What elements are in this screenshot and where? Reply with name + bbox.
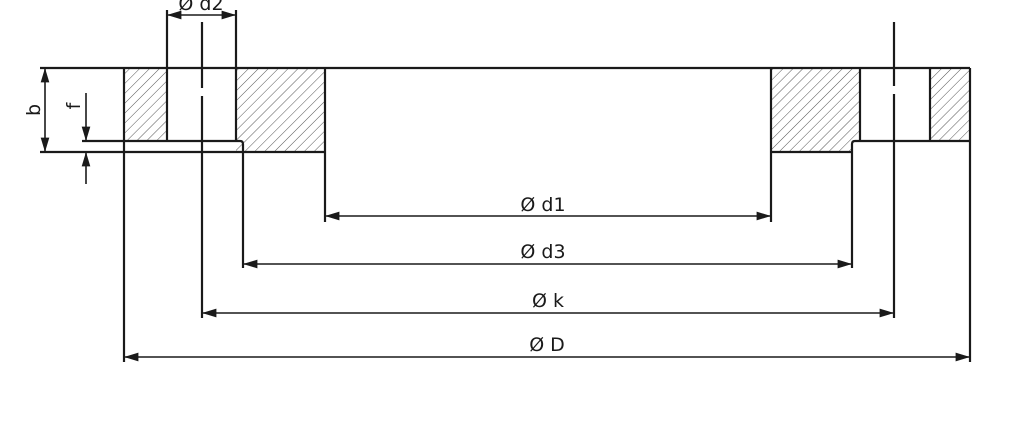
label-k: Ø k bbox=[532, 290, 564, 312]
hatch-left-outer bbox=[124, 68, 167, 141]
label-d2: Ø d2 bbox=[178, 0, 223, 15]
dimension-D: Ø D bbox=[124, 334, 970, 362]
dimension-k: Ø k bbox=[202, 290, 894, 318]
label-D: Ø D bbox=[529, 334, 565, 356]
hatch-right-outer bbox=[930, 68, 970, 141]
label-b: b bbox=[23, 104, 45, 116]
label-f: f bbox=[63, 101, 85, 109]
dimension-d1: Ø d1 bbox=[325, 194, 771, 221]
hatch-left-inner bbox=[236, 68, 325, 152]
dimension-f: f bbox=[63, 93, 91, 184]
dimension-d3: Ø d3 bbox=[242, 241, 852, 269]
hatch-right-inner bbox=[771, 68, 860, 152]
label-d1: Ø d1 bbox=[520, 194, 565, 216]
dimension-b: b bbox=[23, 68, 50, 152]
hatched-sections bbox=[124, 68, 970, 152]
label-d3: Ø d3 bbox=[520, 241, 565, 263]
flange-outline bbox=[40, 10, 972, 362]
dimension-d2: Ø d2 bbox=[167, 0, 236, 20]
bolt-centerlines bbox=[200, 22, 896, 318]
